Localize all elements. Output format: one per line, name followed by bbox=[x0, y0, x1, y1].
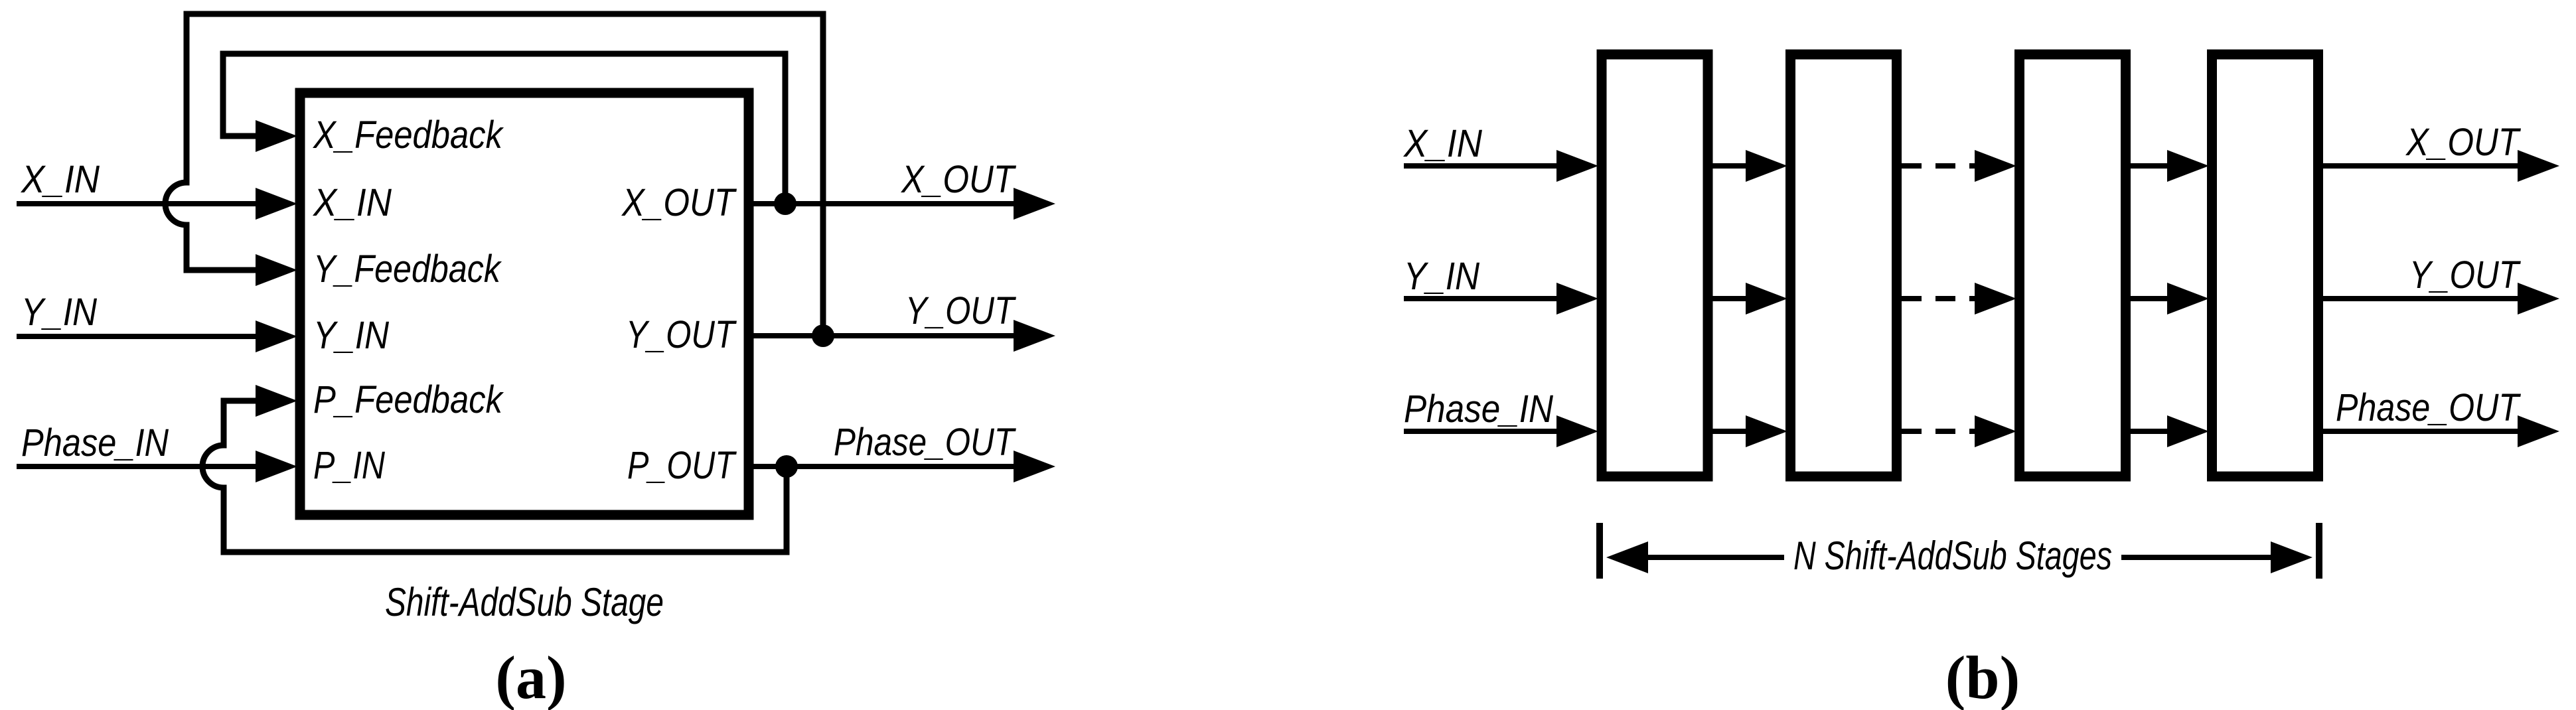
port-label-p-feedback: P_Feedback bbox=[313, 378, 504, 421]
output-label-y: Y_OUT bbox=[905, 289, 1016, 332]
figure-b-panel-label: (b) bbox=[1945, 644, 2020, 710]
row-y-b: Y_IN Y_OUT bbox=[1404, 253, 2559, 315]
input-phase-a: Phase_IN bbox=[17, 421, 297, 482]
input-label-y: Y_IN bbox=[21, 291, 97, 334]
port-label-y-in: Y_IN bbox=[313, 314, 389, 357]
output-phase-a: Phase_OUT bbox=[749, 421, 1055, 482]
stage-block-1 bbox=[1596, 49, 1713, 482]
arrowhead-x-in bbox=[256, 188, 297, 220]
arrowhead-y-s3 bbox=[1975, 283, 2016, 315]
arrowhead-y-s4 bbox=[2167, 283, 2209, 315]
figure-a-panel-label: (a) bbox=[495, 644, 566, 710]
input-y-a: Y_IN bbox=[17, 291, 297, 352]
stage-block-2 bbox=[1785, 49, 1902, 482]
arrowhead-x-out-b bbox=[2518, 150, 2559, 182]
output-label-phase: Phase_OUT bbox=[834, 421, 1016, 464]
arrowhead-phase-s3 bbox=[1975, 415, 2016, 447]
figure-a: X_IN Y_IN Phase_IN X_OUT Y_OUT bbox=[17, 11, 1055, 710]
port-label-p-out: P_OUT bbox=[627, 444, 737, 487]
block-ports-right: X_OUT Y_OUT P_OUT bbox=[621, 181, 737, 487]
arrowhead-y-out bbox=[1014, 320, 1055, 352]
bracket-arrowhead-right bbox=[2271, 541, 2312, 573]
figure-b-caption: N Shift-AddSub Stages bbox=[1793, 533, 2112, 578]
row-x-b: X_IN X_OUT bbox=[1402, 121, 2559, 182]
input-label-x-b: X_IN bbox=[1402, 122, 1482, 165]
arrowhead-y-in-b bbox=[1556, 283, 1598, 315]
arrowhead-x-s2 bbox=[1746, 150, 1787, 182]
port-label-y-out: Y_OUT bbox=[626, 313, 737, 356]
output-label-x-b: X_OUT bbox=[2405, 121, 2521, 164]
output-label-x: X_OUT bbox=[900, 158, 1016, 201]
arrowhead-phase-out bbox=[1014, 451, 1055, 482]
arrowhead-y-feedback bbox=[256, 254, 297, 286]
feedback-wire-x bbox=[220, 50, 789, 204]
junction-dot-x bbox=[774, 192, 796, 215]
arrowhead-x-s4 bbox=[2167, 150, 2209, 182]
arrowhead-phase-in bbox=[256, 451, 297, 482]
junction-dot-y bbox=[812, 324, 834, 347]
arrowhead-p-feedback bbox=[256, 385, 297, 417]
port-label-p-in: P_IN bbox=[313, 444, 385, 487]
arrowhead-phase-s4 bbox=[2167, 415, 2209, 447]
input-label-phase: Phase_IN bbox=[21, 421, 169, 464]
arrowhead-phase-in-b bbox=[1556, 415, 1598, 447]
input-label-phase-b: Phase_IN bbox=[1404, 388, 1553, 431]
port-label-y-feedback: Y_Feedback bbox=[313, 248, 502, 291]
output-y-a: Y_OUT bbox=[749, 289, 1055, 352]
bracket-arrowhead-left bbox=[1606, 541, 1648, 573]
arrowhead-y-s2 bbox=[1746, 283, 1787, 315]
arrowhead-x-feedback bbox=[256, 120, 297, 152]
block-ports-left: X_Feedback X_IN Y_Feedback Y_IN P_Feedba… bbox=[312, 113, 504, 487]
figure-a-caption: Shift-AddSub Stage bbox=[385, 580, 664, 624]
shift-addsub-stage-block bbox=[295, 88, 754, 520]
arrowhead-phase-out-b bbox=[2518, 415, 2559, 447]
port-label-x-feedback: X_Feedback bbox=[312, 113, 504, 157]
output-label-y-b: Y_OUT bbox=[2409, 253, 2521, 297]
arrowhead-x-s3 bbox=[1975, 150, 2016, 182]
output-label-phase-b: Phase_OUT bbox=[2336, 386, 2521, 429]
feedback-path-x bbox=[220, 50, 789, 204]
arrowhead-phase-s2 bbox=[1746, 415, 1787, 447]
arrowhead-x-out bbox=[1014, 188, 1055, 220]
arrowhead-x-in-b bbox=[1556, 150, 1598, 182]
figure-b: X_IN X_OUT Y_IN Y_OUT bbox=[1402, 49, 2559, 710]
junction-dot-p bbox=[775, 455, 798, 478]
arrowhead-y-out-b bbox=[2518, 283, 2559, 315]
stage-block-3 bbox=[2014, 49, 2131, 482]
output-x-a: X_OUT bbox=[749, 158, 1055, 220]
arrowhead-y-in bbox=[256, 320, 297, 352]
stage-span-bracket: N Shift-AddSub Stages bbox=[1596, 523, 2322, 579]
stage-block-4 bbox=[2207, 49, 2323, 482]
port-label-x-out: X_OUT bbox=[621, 181, 737, 224]
row-phase-b: Phase_IN Phase_OUT bbox=[1404, 386, 2559, 447]
input-x-a: X_IN bbox=[17, 158, 297, 220]
input-label-y-b: Y_IN bbox=[1404, 255, 1479, 298]
input-label-x: X_IN bbox=[20, 158, 100, 201]
port-label-x-in: X_IN bbox=[312, 181, 392, 224]
